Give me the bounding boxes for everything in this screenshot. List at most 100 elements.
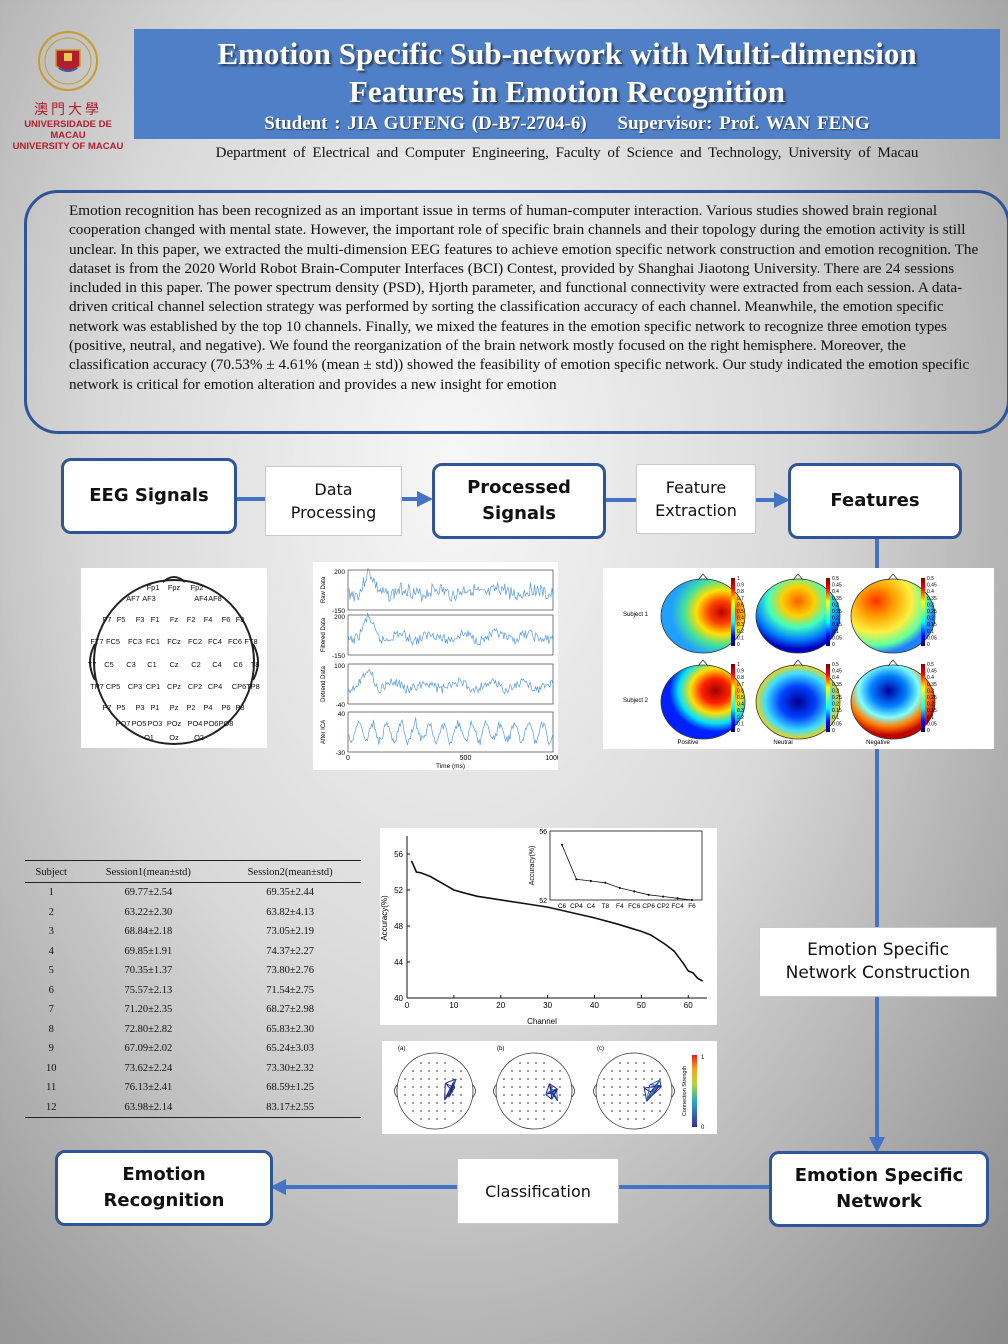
signal-trace [348, 717, 554, 746]
table-cell-session2: 63.82±4.13 [266, 906, 314, 918]
electrode-label: C1 [147, 660, 156, 669]
accuracy-point [673, 950, 675, 952]
table-cell-session2: 68.59±1.25 [266, 1082, 314, 1094]
network-colorbar-max: 1 [701, 1055, 705, 1061]
electrode-label: CP6 [232, 682, 246, 691]
network-electrode-dot [559, 1110, 561, 1112]
department-line: Department of Electrical and Computer En… [215, 145, 919, 161]
y-tick-label: 40 [394, 994, 403, 1003]
topomap-colorbar-tick: 0 [737, 642, 740, 648]
network-electrode-dot [659, 1094, 661, 1096]
network-electrode-dot [659, 1078, 661, 1080]
inset-x-tick-label: F6 [688, 903, 696, 910]
topomap-colorbar-tick: 0.9 [737, 669, 744, 675]
feature-extraction-line-2: Extraction [655, 501, 737, 520]
electrode-label: Oz [169, 733, 179, 742]
table-cell-subject: 6 [48, 984, 54, 996]
topomap-colorbar [826, 664, 830, 732]
network-electrode-dot [460, 1078, 462, 1080]
network-construction-label-box: Emotion Specific Network Construction [759, 927, 997, 997]
electrode-label: PO3 [148, 719, 163, 728]
electrode-label: C4 [212, 660, 221, 669]
network-electrode-dot [627, 1094, 629, 1096]
electrode-label: P5 [116, 703, 125, 712]
topomap-colorbar-tick: 0.9 [737, 583, 744, 589]
topomap-colorbar-tick: 0.4 [927, 675, 934, 681]
inset-x-tick-label: FC4 [671, 903, 684, 910]
topomap-colorbar-tick: 0.7 [737, 682, 744, 688]
network-electrode-dot [428, 1070, 430, 1072]
topomap-colorbar-tick: 0.1 [832, 715, 839, 721]
network-electrode-dot [659, 1102, 661, 1104]
network-electrode-dot [404, 1086, 406, 1088]
electrode-label: Fp1 [147, 583, 160, 592]
network-edge [659, 1079, 662, 1088]
network-electrode-dot [643, 1102, 645, 1104]
electrode-label: PO7 [116, 719, 131, 728]
topomap-colorbar-tick: 0.6 [737, 602, 744, 608]
topomap-colorbar-tick: 0.15 [927, 708, 937, 714]
topomap-nose [887, 573, 899, 581]
feature-extraction-label-box: Feature Extraction [636, 464, 756, 534]
table-header-row: Subject Session1(mean±std) Session2(mean… [25, 860, 361, 883]
table-cell-session1: 69.85±1.91 [124, 945, 173, 957]
network-left-ear [593, 1084, 597, 1098]
emotion-specific-network-line-1: Emotion Specific [794, 1165, 964, 1186]
network-electrode-dot [527, 1086, 529, 1088]
network-electrode-dot [511, 1094, 513, 1096]
supervisor-name: Supervisor: Prof. WAN FENG [617, 113, 870, 134]
electrode-label: FT7 [90, 637, 103, 646]
network-colorbar [692, 1055, 697, 1127]
network-electrode-dot [503, 1086, 505, 1088]
network-electrode-dot [519, 1094, 521, 1096]
network-edge [549, 1083, 552, 1091]
network-electrode-dot [444, 1070, 446, 1072]
student-name: Student : JIA GUFENG (D-B7-2704-6) [264, 113, 587, 134]
network-electrode-dot [619, 1078, 621, 1080]
network-electrode-dot [444, 1110, 446, 1112]
electrode-label: FCz [167, 637, 181, 646]
topomap-colorbar-tick: 0.15 [927, 622, 937, 628]
electrode-label: AF4 [194, 594, 208, 603]
electrode-label: C5 [104, 660, 113, 669]
y-tick-label: 52 [394, 886, 403, 895]
features-label: Features [830, 490, 920, 511]
processed-signals-box: Processed Signals [432, 463, 606, 539]
network-electrode-dot [611, 1086, 613, 1088]
y-tick-label: 44 [394, 958, 403, 967]
network-head [495, 1052, 573, 1130]
topomap-colorbar-tick: 0.05 [927, 635, 937, 641]
topomap-colorbar-tick: 0.25 [927, 609, 937, 615]
network-electrode-dot [436, 1062, 438, 1064]
network-electrode-dot [543, 1118, 545, 1120]
network-electrode-dot [559, 1078, 561, 1080]
feature-topomaps: Subject 110.90.80.70.60.50.40.30.20.100.… [623, 573, 937, 746]
network-electrode-dot [428, 1086, 430, 1088]
accuracy-point [476, 895, 478, 897]
topomap-colorbar-tick: 0.45 [832, 669, 842, 675]
network-electrode-dot [436, 1078, 438, 1080]
topomap-row-label: Subject 1 [623, 612, 649, 618]
network-electrode-dot [551, 1078, 553, 1080]
x-tick-label: 40 [590, 1001, 599, 1010]
table-cell-session1: 73.62±2.24 [124, 1062, 173, 1074]
topomap-colorbar-tick: 0.8 [737, 675, 744, 681]
network-electrode-dot [543, 1078, 545, 1080]
topomap-colorbar [731, 664, 735, 732]
network-edge [448, 1082, 454, 1098]
topomap-colorbar-tick: 0.5 [832, 576, 839, 582]
inset-point [560, 843, 564, 846]
emotion-recognition-line-1: Emotion [122, 1164, 206, 1185]
network-edge [444, 1083, 446, 1100]
network-edge [643, 1088, 648, 1102]
topomap-colorbar-tick: 0.05 [832, 721, 842, 727]
inset-point [647, 893, 650, 896]
network-electrode-dot [627, 1078, 629, 1080]
classification-label-box: Classification [457, 1158, 619, 1224]
